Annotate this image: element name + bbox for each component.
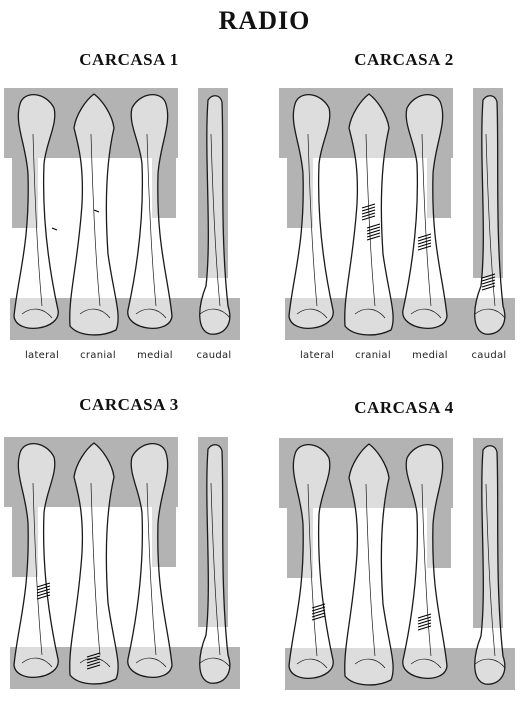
panel-title: CARCASA 2	[279, 50, 529, 70]
carcasa-3-panel: CARCASA 3	[4, 395, 254, 725]
carcasa-2-panel: CARCASA 2 lateral cranial medial caudal	[279, 50, 529, 380]
view-label-caudal: caudal	[184, 350, 244, 361]
lesion-mark	[52, 228, 57, 230]
panel-title: CARCASA 3	[4, 395, 254, 415]
view-label-medial: medial	[125, 350, 185, 361]
view-label-cranial: cranial	[343, 350, 403, 361]
panel-title: CARCASA 1	[4, 50, 254, 70]
view-label-lateral: lateral	[287, 350, 347, 361]
carcasa-4-panel: CARCASA 4	[279, 398, 529, 728]
view-label-lateral: lateral	[12, 350, 72, 361]
bone-diagram	[4, 437, 254, 697]
view-label-caudal: caudal	[459, 350, 519, 361]
bone-diagram	[279, 438, 529, 698]
carcasa-1-panel: CARCASA 1 lateral cranial medial caudal	[4, 50, 254, 380]
bone-diagram	[4, 88, 254, 348]
panel-title: CARCASA 4	[279, 398, 529, 418]
figure-title: RADIO	[0, 6, 529, 36]
view-label-cranial: cranial	[68, 350, 128, 361]
view-label-medial: medial	[400, 350, 460, 361]
bone-diagram	[279, 88, 529, 348]
